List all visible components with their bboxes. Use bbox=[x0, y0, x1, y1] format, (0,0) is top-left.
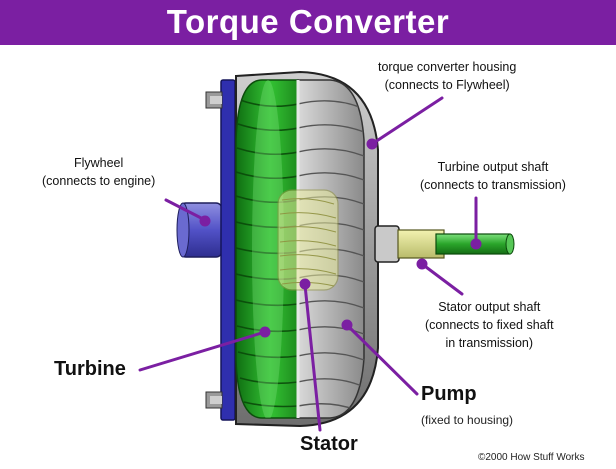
title-banner bbox=[0, 0, 616, 45]
housing-label-line1: torque converter housing bbox=[378, 60, 517, 74]
pump-label: Pump bbox=[421, 383, 477, 405]
turbine-shaft-label-line1: Turbine output shaft bbox=[437, 160, 549, 174]
flywheel-label: Flywheel (connects to engine) bbox=[42, 154, 155, 190]
leader-lines bbox=[138, 96, 482, 432]
flywheel-plate bbox=[220, 79, 236, 421]
stator-shaft-label-line3: in transmission) bbox=[445, 336, 534, 350]
turbine-label: Turbine bbox=[54, 358, 126, 380]
stator-shaft-label-line1: Stator output shaft bbox=[438, 300, 541, 314]
output-collar bbox=[374, 225, 400, 263]
page-title: Torque Converter bbox=[166, 3, 450, 40]
housing-label: torque converter housing (connects to Fl… bbox=[378, 58, 516, 94]
bolt-icon bbox=[205, 91, 223, 109]
stator-shaft-label-line2: (connects to fixed shaft bbox=[425, 318, 554, 332]
copyright-notice: ©2000 How Stuff Works bbox=[478, 452, 585, 463]
housing-label-line2: (connects to Flywheel) bbox=[384, 78, 510, 92]
turbine-shaft-label: Turbine output shaft (connects to transm… bbox=[420, 158, 566, 194]
pump-note-label: (fixed to housing) bbox=[421, 413, 514, 427]
bolt-icon bbox=[205, 391, 223, 409]
stator-body bbox=[277, 189, 339, 291]
flywheel-hub bbox=[176, 202, 223, 258]
stator-label: Stator bbox=[300, 433, 358, 455]
turbine-shaft-label-line2: (connects to transmission) bbox=[420, 178, 566, 192]
flywheel-label-line2: (connects to engine) bbox=[42, 174, 156, 188]
stator-shaft-label: Stator output shaft (connects to fixed s… bbox=[425, 298, 554, 352]
flywheel-label-line1: Flywheel bbox=[73, 156, 124, 170]
